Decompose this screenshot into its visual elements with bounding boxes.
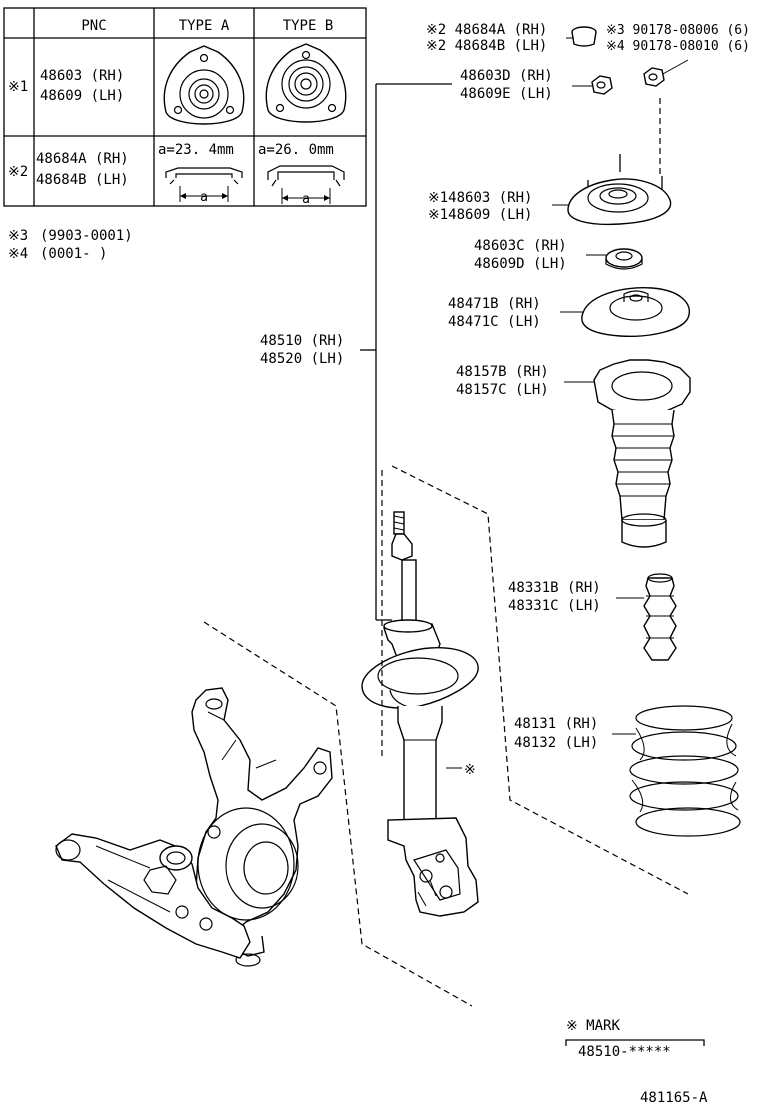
shock-absorber-part — [361, 511, 479, 917]
label-nut-main-rh: 48603D (RH) — [460, 68, 553, 84]
table-header-pnc: PNC — [81, 18, 106, 34]
coil-spring-part — [629, 705, 741, 837]
strut-assembly-bracket — [360, 83, 452, 621]
label-strut-rh: 48510 (RH) — [260, 333, 344, 349]
lower-arm-part — [55, 833, 251, 959]
table-row2-pnc-lh: 48684B (LH) — [36, 172, 129, 188]
label-bearing-lh: 48609D (LH) — [474, 256, 567, 272]
type-a-dust-cover-drawing: a — [165, 167, 243, 205]
table-row2-pnc-rh: 48684A (RH) — [36, 151, 129, 167]
bump-stopper-part — [643, 573, 677, 661]
type-table: PNC TYPE A TYPE B ※1 48603 (RH) 48609 (L… — [3, 7, 367, 207]
label-bumper-lh: 48331C (LH) — [508, 598, 601, 614]
note-3-mark: ※3 — [8, 228, 28, 244]
table-header-type-a: TYPE A — [179, 18, 230, 34]
label-spring-seat-rh: 48471B (RH) — [448, 296, 541, 312]
table-row2-type-a-dim: a=23. 4mm — [158, 142, 234, 158]
label-insulator-rh: 48157B (RH) — [456, 364, 549, 380]
note-4-mark: ※4 — [8, 246, 28, 262]
table-row1-mark: ※1 — [8, 79, 28, 95]
label-dust-cover-lh: ※2 48684B (LH) — [426, 38, 547, 54]
type-b-dust-cover-drawing: a — [267, 165, 345, 207]
suspension-support-part — [567, 154, 672, 226]
label-spring-rh: 48131 (RH) — [514, 716, 598, 732]
spring-seat-part — [581, 287, 691, 338]
note-4-text: (0001- ) — [40, 246, 107, 262]
label-insulator-lh: 48157C (LH) — [456, 382, 549, 398]
note-3-text: (9903-0001) — [40, 228, 133, 244]
label-spring-lh: 48132 (LH) — [514, 735, 598, 751]
mark-box-value: 48510-***** — [578, 1044, 671, 1060]
table-row1-pnc-rh: 48603 (RH) — [40, 68, 124, 84]
type-b-support-drawing — [265, 43, 347, 123]
label-nut-3: ※3 90178-08006 (6) — [606, 23, 750, 38]
label-support-rh: ※148603 (RH) — [428, 190, 532, 206]
table-row2-mark: ※2 — [8, 164, 28, 180]
figure-id: 481165-A — [640, 1090, 708, 1106]
label-bumper-rh: 48331B (RH) — [508, 580, 601, 596]
dust-cover-part — [571, 26, 597, 47]
nut-main-part — [591, 75, 613, 95]
label-strut-lh: 48520 (LH) — [260, 351, 344, 367]
mark-box-title: ※ MARK — [566, 1018, 620, 1034]
type-b-dim-label: a — [302, 192, 310, 207]
label-support-lh: ※148609 (LH) — [428, 207, 532, 223]
bearing-part — [605, 248, 643, 270]
label-dust-cover-rh: ※2 48684A (RH) — [426, 22, 547, 38]
label-spring-seat-lh: 48471C (LH) — [448, 314, 541, 330]
label-nut-4: ※4 90178-08010 (6) — [606, 39, 750, 54]
type-a-dim-label: a — [200, 190, 208, 205]
table-row1-pnc-lh: 48609 (LH) — [40, 88, 124, 104]
table-row2-type-b-dim: a=26. 0mm — [258, 142, 334, 158]
type-a-support-drawing — [163, 45, 245, 125]
label-nut-main-lh: 48609E (LH) — [460, 86, 553, 102]
table-header-type-b: TYPE B — [283, 18, 334, 34]
spring-insulator-boot-part — [593, 359, 691, 548]
label-strut-mark: ※ — [464, 762, 476, 778]
nut-small-part — [643, 67, 665, 87]
mark-box: ※ MARK 48510-***** — [565, 1018, 705, 1060]
label-bearing-rh: 48603C (RH) — [474, 238, 567, 254]
dashed-group-outlines — [203, 465, 689, 1007]
